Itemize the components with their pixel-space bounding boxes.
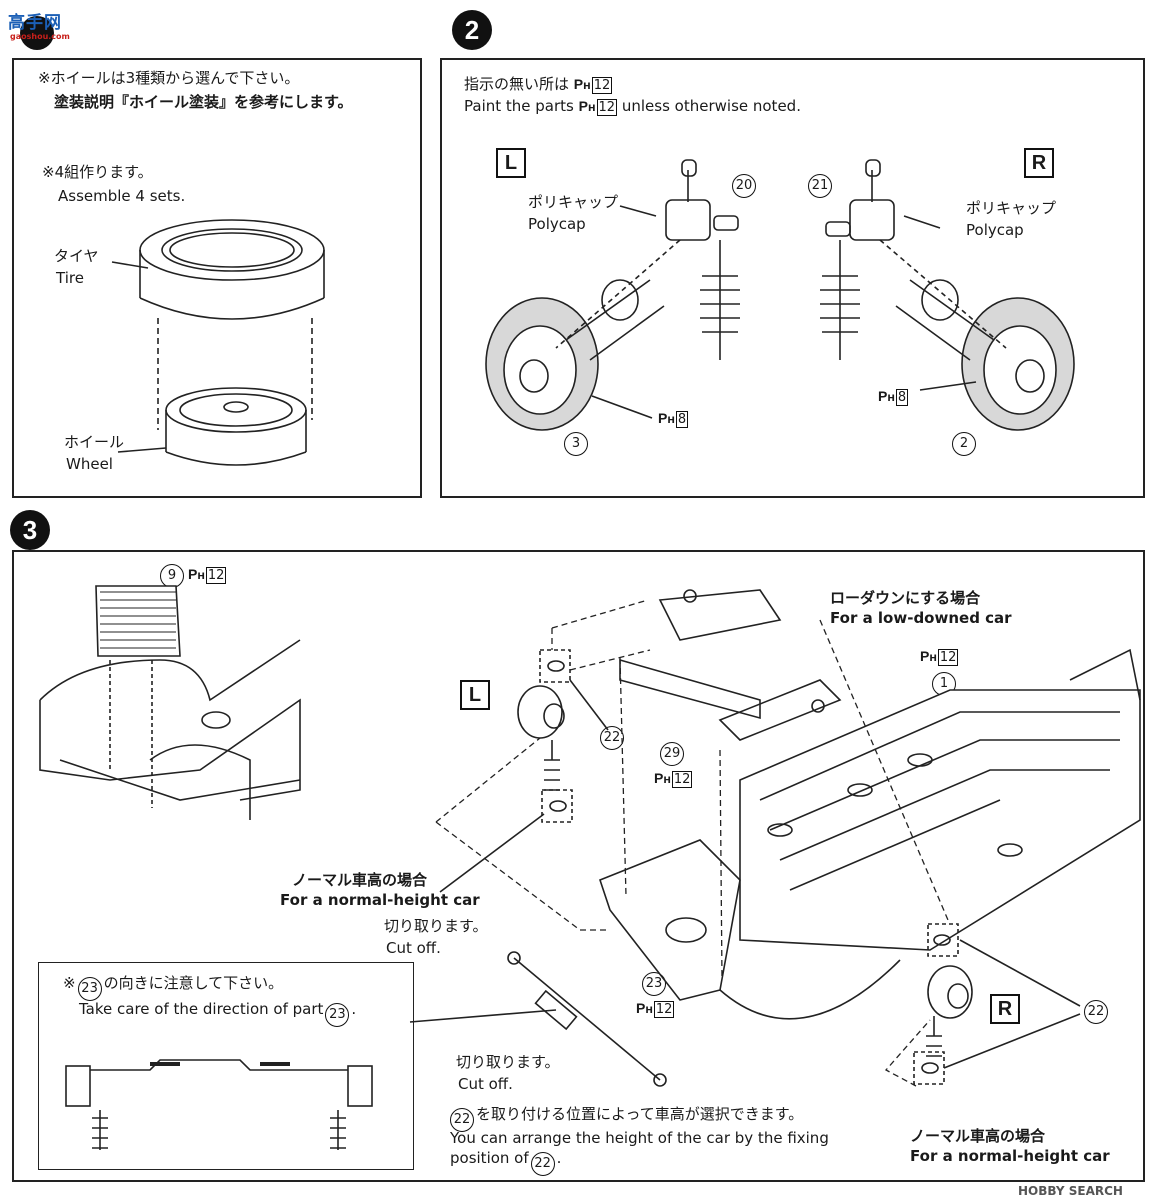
polycap-right-ja: ポリキャップ [966,199,1057,217]
footer-brand: HOBBY SEARCH [1018,1184,1123,1198]
part-2-number: 2 [952,432,976,456]
normal-height-title-ja: ノーマル車高の場合 [292,871,428,889]
part-9-plate-drawing [95,585,181,657]
paint-note-en-pre: Paint the parts [464,97,574,115]
height-note-en-2-text: position of [450,1149,529,1167]
right-front-knuckle [926,965,973,1057]
part-23-inline: 23 [325,1003,350,1027]
watermark-url: gaoshou.com [10,32,70,41]
step-2-marker: 2 [452,10,492,50]
paint-code-number: 12 [596,99,618,116]
wheel-label-en: Wheel [66,455,113,473]
part-23-paint-number: 12 [653,1001,675,1018]
part-23-inline: 23 [77,977,102,1001]
wheel-choice-note: ※ホイールは3種類から選んで下さい。 [38,69,300,87]
right-side-tag: R [990,994,1020,1024]
lowdown-title-en: For a low-downed car [830,609,1012,627]
height-note-ja-text: を取り付ける位置によって車高が選択できます。 [476,1105,804,1123]
part-22-number: 22 [600,726,624,750]
sets-note-ja: ※4組作ります。 [42,163,153,181]
part-29-paint-number: 12 [671,771,693,788]
rear-body-fragment [39,639,301,820]
watermark-logo: 高手网 gaoshou.com [6,6,70,50]
cutoff-ja-lower: 切り取ります。 [456,1053,560,1071]
tie-rod-drawing [507,951,667,1087]
cutoff-en-upper: Cut off. [386,939,441,957]
chassis-drawing [599,648,1141,1020]
step-3-marker: 3 [10,510,50,550]
part-9-paint-number: 12 [205,567,227,584]
part-1-paint-number: 12 [937,649,959,666]
left-side-tag: L [496,148,526,178]
height-note-en-1: You can arrange the height of the car by… [450,1129,829,1147]
part-20-number: 20 [732,174,756,198]
cutoff-ja-upper: 切り取ります。 [384,917,488,935]
direction-note-ja-post: の向きに注意して下さい。 [103,974,284,992]
paint-code-number: 12 [591,77,613,94]
sets-note-en: Assemble 4 sets. [58,187,186,205]
normal-height-title-en: For a normal-height car [280,891,480,909]
tire-label-en: Tire [56,269,84,287]
paint-note-en-post: unless otherwise noted. [621,97,801,115]
part-21-number: 21 [808,174,832,198]
right-arrow-dashed [879,239,1007,349]
part-22-inline: 22 [450,1108,474,1132]
polycap-left-en: Polycap [528,215,586,233]
disc-paint-number: 8 [895,389,909,406]
step-1-marker-icon [20,16,54,50]
cutoff-en-lower: Cut off. [458,1075,513,1093]
right-knuckle-drawing [820,159,1075,431]
watermark-site: 高手网 [8,13,62,33]
wheel-drawing [165,387,307,466]
tire-to-wheel-arrows [157,318,313,430]
left-arrow-dashed [555,239,681,349]
left-side-tag: L [460,680,490,710]
direction-note-ja-pre: ※ [63,974,76,992]
right-side-tag: R [1024,148,1054,178]
part-29-number: 29 [660,742,684,766]
wheel-paint-reference: 塗装説明『ホイール塗装』を参考にします。 [54,93,353,111]
lowdown-title-ja: ローダウンにする場合 [830,589,981,607]
part-3-number: 3 [564,432,588,456]
wheel-label-ja: ホイール [64,433,125,451]
tire-label-ja: タイヤ [54,247,99,265]
part-22-number-right: 22 [1084,1000,1108,1024]
tire-drawing [139,219,325,320]
part-22-inline: 22 [530,1152,555,1176]
inset-steering-diagram [65,1059,373,1150]
normal-height-right-en: For a normal-height car [910,1147,1110,1165]
paint-note-ja-text: 指示の無い所は [464,75,570,93]
polycap-left-ja: ポリキャップ [528,193,619,211]
height-note-period: . [556,1149,562,1167]
disc-paint-number: 8 [675,411,689,428]
left-front-knuckle [517,685,565,791]
part-22-washers [547,660,951,1074]
direction-note-en-text: Take care of the direction of part [79,1000,324,1018]
left-knuckle-drawing [485,159,740,431]
normal-height-right-ja: ノーマル車高の場合 [910,1127,1046,1145]
front-arm-drawing [619,589,842,741]
polycap-right-en: Polycap [966,221,1024,239]
direction-note-period: . [351,1000,357,1018]
